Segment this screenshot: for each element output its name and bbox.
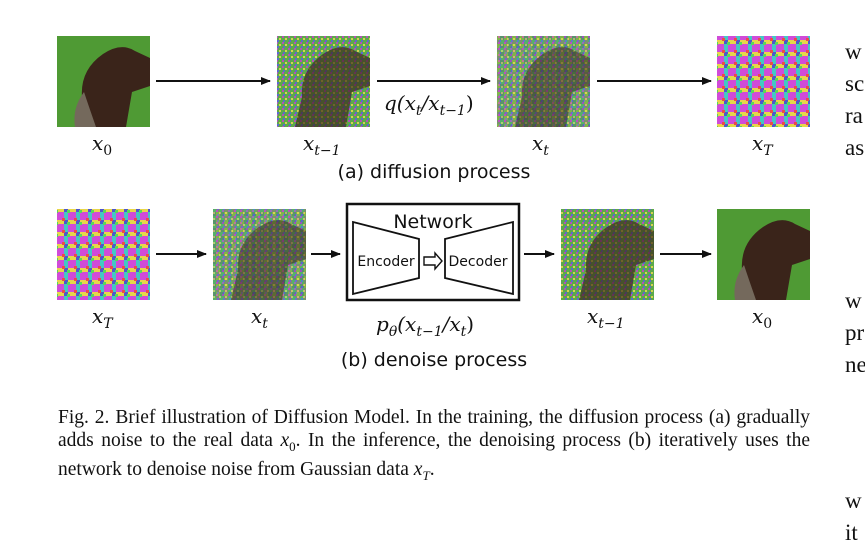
caption-fig-label: Fig. 2. — [58, 407, 110, 428]
row-a-images — [57, 36, 810, 128]
image-a-x0 — [57, 36, 150, 128]
label-b-xt-1: xt−1 — [587, 304, 625, 332]
margin-fragment: w — [845, 39, 862, 64]
margin-fragment: it — [845, 520, 858, 545]
image-b-x0 — [717, 209, 810, 300]
row-b-images — [57, 209, 810, 300]
caption-b: (b) denoise process — [341, 349, 527, 371]
encoder-label: Encoder — [357, 254, 414, 270]
label-a-xt-1: xt−1 — [303, 131, 341, 159]
label-b-xt: xt — [251, 304, 268, 332]
row-a-labels: x0 xt−1 xt xT q(xt/xt−1) — [92, 91, 774, 159]
image-a-xt — [497, 36, 590, 128]
transition-p: pθ(xt−1/xt) — [376, 312, 474, 340]
caption-a: (a) diffusion process — [338, 161, 531, 183]
label-a-xT: xT — [752, 131, 774, 159]
caption-text-1: Brief illustration of Diffusion Model. I… — [58, 407, 810, 451]
image-b-xT — [57, 209, 150, 300]
label-b-x0: x0 — [752, 304, 772, 332]
label-a-x0: x0 — [92, 131, 112, 159]
margin-fragment: pr — [845, 320, 865, 345]
image-b-xt-1 — [561, 209, 654, 300]
margin-fragment: w — [845, 288, 862, 313]
inner-arrow — [423, 251, 443, 271]
caption-text-2: . In the inference, the denoising proces… — [58, 430, 810, 480]
label-a-xt: xt — [532, 131, 549, 159]
margin-fragment: as — [845, 135, 865, 160]
label-b-xT: xT — [92, 304, 114, 332]
image-b-xt — [213, 209, 306, 300]
margin-fragment: sc — [845, 71, 865, 96]
image-a-xt-1 — [277, 36, 370, 128]
decoder-shape — [444, 220, 514, 296]
row-b-labels: xT xt xt−1 x0 pθ(xt−1/xt) — [92, 304, 772, 340]
caption-var-xT: xT — [413, 458, 430, 483]
caption-var-x0: x0 — [280, 430, 296, 454]
margin-fragment: ra — [845, 103, 863, 128]
figure-caption: Fig. 2.Brief illustration of Diffusion M… — [58, 406, 810, 487]
network-title: Network — [393, 211, 472, 233]
caption-text-3: . — [429, 458, 435, 480]
encoder-shape — [352, 220, 420, 296]
network-block: Network Encoder Decoder — [345, 202, 521, 302]
transition-q: q(xt/xt−1) — [384, 91, 474, 119]
margin-fragment: w — [845, 488, 862, 513]
image-a-xT — [717, 36, 810, 127]
margin-fragment: ne — [845, 352, 865, 377]
decoder-label: Decoder — [449, 254, 508, 270]
